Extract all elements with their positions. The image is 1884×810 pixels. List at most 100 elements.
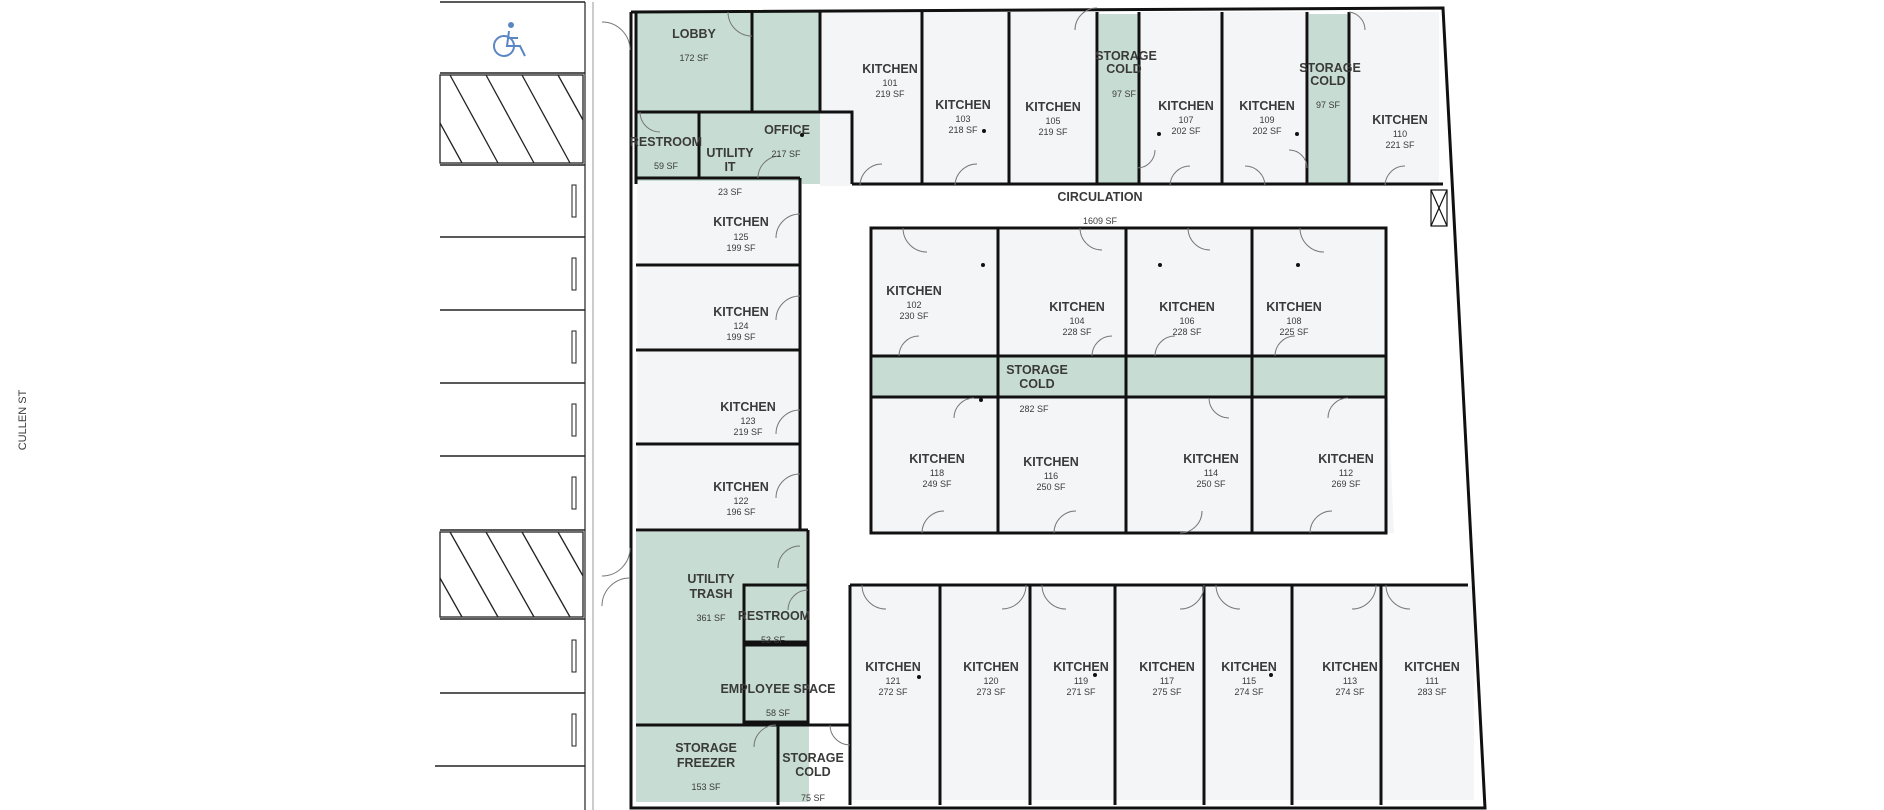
room-lobby-name: LOBBY bbox=[672, 27, 716, 41]
room-k108-name: KITCHEN bbox=[1266, 300, 1322, 314]
room-storage-cold-center-name-2: COLD bbox=[1019, 377, 1054, 391]
room-k119-name: KITCHEN bbox=[1053, 660, 1109, 674]
room-k117-number: 117 bbox=[1160, 676, 1174, 686]
room-restroom-top-name: RESTROOM bbox=[630, 135, 702, 149]
room-k125-number: 125 bbox=[733, 232, 748, 242]
room-k107-name: KITCHEN bbox=[1158, 99, 1214, 113]
doors bbox=[601, 7, 1411, 748]
access-panel-icon bbox=[1430, 189, 1448, 227]
room-k103-name: KITCHEN bbox=[935, 98, 991, 112]
room-k124-area: 199 SF bbox=[726, 332, 756, 342]
room-k117-area: 275 SF bbox=[1152, 687, 1182, 697]
room-k121-number: 121 bbox=[885, 676, 900, 686]
hatched-access-aisle-bottom bbox=[439, 531, 584, 618]
room-storage-cold-2-area: 97 SF bbox=[1316, 100, 1341, 110]
room-k122-number: 122 bbox=[733, 496, 748, 506]
room-k110-number: 110 bbox=[1393, 129, 1407, 139]
room-k105-number: 105 bbox=[1045, 116, 1060, 126]
room-k112-area: 269 SF bbox=[1331, 479, 1361, 489]
room-k123-number: 123 bbox=[740, 416, 755, 426]
room-storage-cold-1-name-2: COLD bbox=[1106, 62, 1141, 76]
room-k116-area: 250 SF bbox=[1036, 482, 1066, 492]
room-k104-number: 104 bbox=[1069, 316, 1084, 326]
room-k110-area: 221 SF bbox=[1385, 140, 1415, 150]
room-office-name: OFFICE bbox=[764, 123, 810, 137]
room-k103-number: 103 bbox=[955, 114, 970, 124]
room-employee-space-name: EMPLOYEE SPACE bbox=[720, 682, 835, 696]
room-k123-area: 219 SF bbox=[733, 427, 763, 437]
room-storage-freezer-area: 153 SF bbox=[691, 782, 721, 792]
room-k121-name: KITCHEN bbox=[865, 660, 921, 674]
building-shell bbox=[629, 6, 1487, 810]
room-k114-number: 114 bbox=[1204, 468, 1218, 478]
room-k107-area: 202 SF bbox=[1171, 126, 1201, 136]
fixture-dots bbox=[800, 129, 1300, 679]
room-restroom-top-area: 59 SF bbox=[654, 161, 679, 171]
parking-area bbox=[435, 1, 594, 810]
room-k109-number: 109 bbox=[1259, 115, 1274, 125]
room-k111-number: 111 bbox=[1425, 676, 1439, 686]
room-k118-area: 249 SF bbox=[922, 479, 952, 489]
room-utility-it-area: 23 SF bbox=[718, 187, 743, 197]
room-k113-area: 274 SF bbox=[1335, 687, 1365, 697]
room-k102-number: 102 bbox=[906, 300, 921, 310]
room-k106-number: 106 bbox=[1179, 316, 1194, 326]
room-k102-name: KITCHEN bbox=[886, 284, 942, 298]
room-k115-name: KITCHEN bbox=[1221, 660, 1277, 674]
accessible-parking-icon bbox=[493, 22, 526, 57]
room-restroom-bottom-name: RESTROOM bbox=[738, 609, 810, 623]
room-k104-area: 228 SF bbox=[1062, 327, 1092, 337]
room-k116-number: 116 bbox=[1044, 471, 1058, 481]
room-k118-number: 118 bbox=[930, 468, 944, 478]
room-utility-trash-name-2: TRASH bbox=[689, 587, 732, 601]
room-storage-cold-2-name-1: STORAGE bbox=[1299, 61, 1361, 75]
room-storage-cold-2-name-2: COLD bbox=[1310, 74, 1345, 88]
room-storage-cold-3-name-2: COLD bbox=[795, 765, 830, 779]
room-k104-name: KITCHEN bbox=[1049, 300, 1105, 314]
room-office-area: 217 SF bbox=[771, 149, 801, 159]
room-k114-name: KITCHEN bbox=[1183, 452, 1239, 466]
room-k125-name: KITCHEN bbox=[713, 215, 769, 229]
room-k124-name: KITCHEN bbox=[713, 305, 769, 319]
room-circulation-name: CIRCULATION bbox=[1057, 190, 1142, 204]
room-k112-number: 112 bbox=[1339, 468, 1353, 478]
room-k109-area: 202 SF bbox=[1252, 126, 1282, 136]
room-k110-name: KITCHEN bbox=[1372, 113, 1428, 127]
room-k113-name: KITCHEN bbox=[1322, 660, 1378, 674]
room-k117-name: KITCHEN bbox=[1139, 660, 1195, 674]
room-utility-it-name-2: IT bbox=[724, 160, 735, 174]
room-k116-name: KITCHEN bbox=[1023, 455, 1079, 469]
room-restroom-bottom-area: 53 SF bbox=[761, 635, 786, 645]
room-k111-name: KITCHEN bbox=[1404, 660, 1460, 674]
room-k101-number: 101 bbox=[882, 78, 897, 88]
room-k125-area: 199 SF bbox=[726, 243, 756, 253]
room-storage-cold-1-area: 97 SF bbox=[1112, 89, 1137, 99]
room-storage-cold-1-name-1: STORAGE bbox=[1095, 49, 1157, 63]
room-storage-cold-center-name-1: STORAGE bbox=[1006, 363, 1068, 377]
room-labels: LOBBY 172 SF OFFICE 217 SF RESTROOM 59 S… bbox=[630, 27, 1460, 803]
room-storage-cold-3-name-1: STORAGE bbox=[782, 751, 844, 765]
room-k119-number: 119 bbox=[1074, 676, 1088, 686]
room-k101-name: KITCHEN bbox=[862, 62, 918, 76]
room-circulation-area: 1609 SF bbox=[1083, 216, 1118, 226]
room-employee-space-area: 58 SF bbox=[766, 708, 791, 718]
room-k115-number: 115 bbox=[1242, 676, 1256, 686]
room-storage-cold-3-area: 75 SF bbox=[801, 793, 826, 803]
room-k115-area: 274 SF bbox=[1234, 687, 1264, 697]
room-k120-number: 120 bbox=[983, 676, 998, 686]
room-storage-cold-center-area: 282 SF bbox=[1019, 404, 1049, 414]
room-k103-area: 218 SF bbox=[948, 125, 978, 135]
room-storage-freezer-name-1: STORAGE bbox=[675, 741, 737, 755]
room-k122-name: KITCHEN bbox=[713, 480, 769, 494]
street-label: CULLEN ST bbox=[17, 389, 29, 450]
room-k112-name: KITCHEN bbox=[1318, 452, 1374, 466]
room-k101-area: 219 SF bbox=[875, 89, 905, 99]
room-storage-freezer-name-2: FREEZER bbox=[677, 756, 735, 770]
room-k111-area: 283 SF bbox=[1417, 687, 1447, 697]
interior-walls bbox=[634, 12, 1468, 805]
room-k122-area: 196 SF bbox=[726, 507, 756, 517]
room-k113-number: 113 bbox=[1343, 676, 1357, 686]
room-k124-number: 124 bbox=[733, 321, 748, 331]
room-k105-area: 219 SF bbox=[1038, 127, 1068, 137]
room-lobby-area: 172 SF bbox=[679, 53, 709, 63]
